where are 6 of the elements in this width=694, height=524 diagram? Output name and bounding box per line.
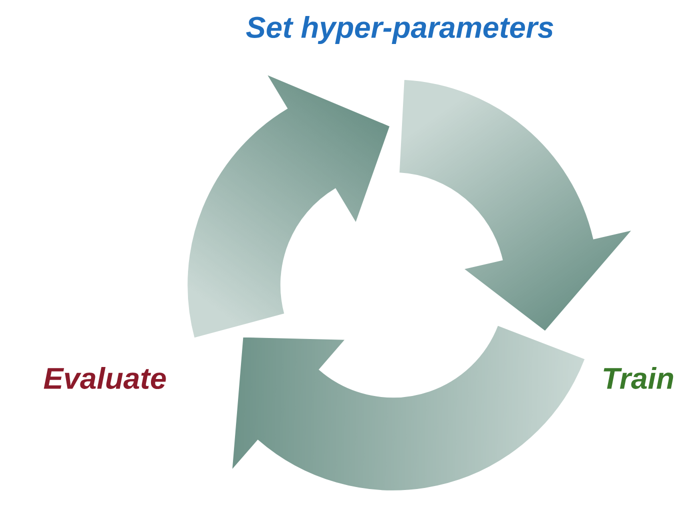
step-label: Set hyper-parameters — [246, 16, 554, 44]
curved-block-arrow — [398, 78, 634, 332]
step-label: Train — [604, 366, 674, 389]
curved-block-arrow — [231, 324, 586, 492]
curved-block-arrow — [186, 74, 391, 339]
step-label: Evaluate — [44, 366, 166, 389]
